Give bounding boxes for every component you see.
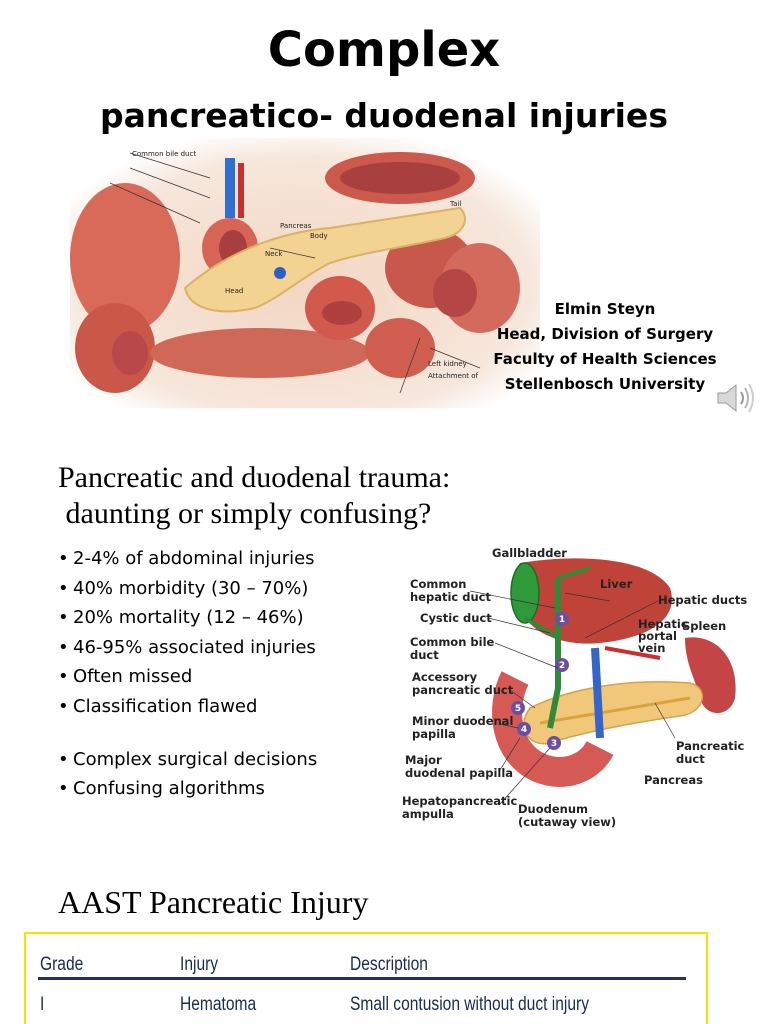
author-name: Elmin Steyn — [554, 300, 656, 318]
bullet-item: 46-95% associated injuries — [58, 635, 358, 660]
label-common-bile-duct: Common bile duct — [132, 150, 196, 158]
bullet-item: Often missed — [58, 664, 358, 689]
bullet-item: Complex surgical decisions — [58, 747, 358, 772]
marker-1: 1 — [559, 615, 565, 625]
bullet-item: 40% morbidity (30 – 70%) — [58, 576, 358, 601]
cell-injury: Hematoma — [180, 994, 257, 1015]
marker-5: 5 — [515, 704, 521, 714]
slide2-title-line1: Pancreatic and duodenal trauma: — [58, 461, 451, 494]
col-header-grade: Grade — [40, 954, 84, 975]
label-hepatic-ducts: Hepatic ducts — [658, 593, 747, 607]
slide1-subtitle: pancreatico- duodenal injuries — [100, 96, 668, 135]
label-duodenum: Duodenum(cutaway view) — [518, 802, 616, 829]
label-gallbladder: Gallbladder — [492, 546, 567, 560]
slide2-bullet-list: 2-4% of abdominal injuries 40% morbidity… — [58, 546, 358, 806]
author-block: Elmin Steyn Head, Division of Surgery Fa… — [470, 297, 740, 397]
bullet-item: 2-4% of abdominal injuries — [58, 546, 358, 571]
aast-grading-table: Grade Injury Description I Hematoma Smal… — [24, 932, 708, 1024]
bullet-item: Classification flawed — [58, 694, 358, 719]
label-spleen: Spleen — [682, 619, 726, 633]
label-pancreas: Pancreas — [644, 773, 703, 787]
label-pancreas: Pancreas — [280, 222, 312, 230]
bullet-item: Confusing algorithms — [58, 776, 358, 801]
slide2-title-line2: daunting or simply confusing? — [58, 497, 432, 530]
bullet-item: 20% mortality (12 – 46%) — [58, 605, 358, 630]
col-header-injury: Injury — [180, 954, 219, 975]
label-tail: Tail — [449, 200, 461, 208]
label-liver: Liver — [600, 577, 633, 591]
col-header-description: Description — [350, 954, 428, 975]
author-university: Stellenbosch University — [504, 375, 706, 393]
label-head: Head — [225, 287, 243, 295]
marker-2: 2 — [559, 661, 565, 671]
label-cystic-duct: Cystic duct — [420, 611, 492, 625]
marker-3: 3 — [551, 739, 557, 749]
cell-description: Small contusion without duct injury — [350, 994, 590, 1015]
author-faculty: Faculty of Health Sciences — [493, 350, 717, 368]
slide2-title: Pancreatic and duodenal trauma: daunting… — [58, 460, 450, 532]
marker-4: 4 — [521, 725, 527, 735]
label-body: Body — [310, 232, 328, 240]
slide1-title: Complex — [267, 22, 501, 78]
label-attachment: Attachment of — [428, 372, 479, 380]
header-rule — [38, 977, 686, 980]
speaker-icon[interactable] — [714, 380, 758, 416]
label-left-kidney: Left kidney — [428, 360, 467, 368]
pancreas-anatomy-illustration: Common bile duct Pancreas Body Tail Neck… — [70, 138, 540, 408]
label-neck: Neck — [265, 250, 283, 258]
author-role: Head, Division of Surgery — [496, 325, 714, 343]
slide3-title: AAST Pancreatic Injury — [58, 884, 369, 920]
cell-grade: I — [40, 994, 45, 1015]
